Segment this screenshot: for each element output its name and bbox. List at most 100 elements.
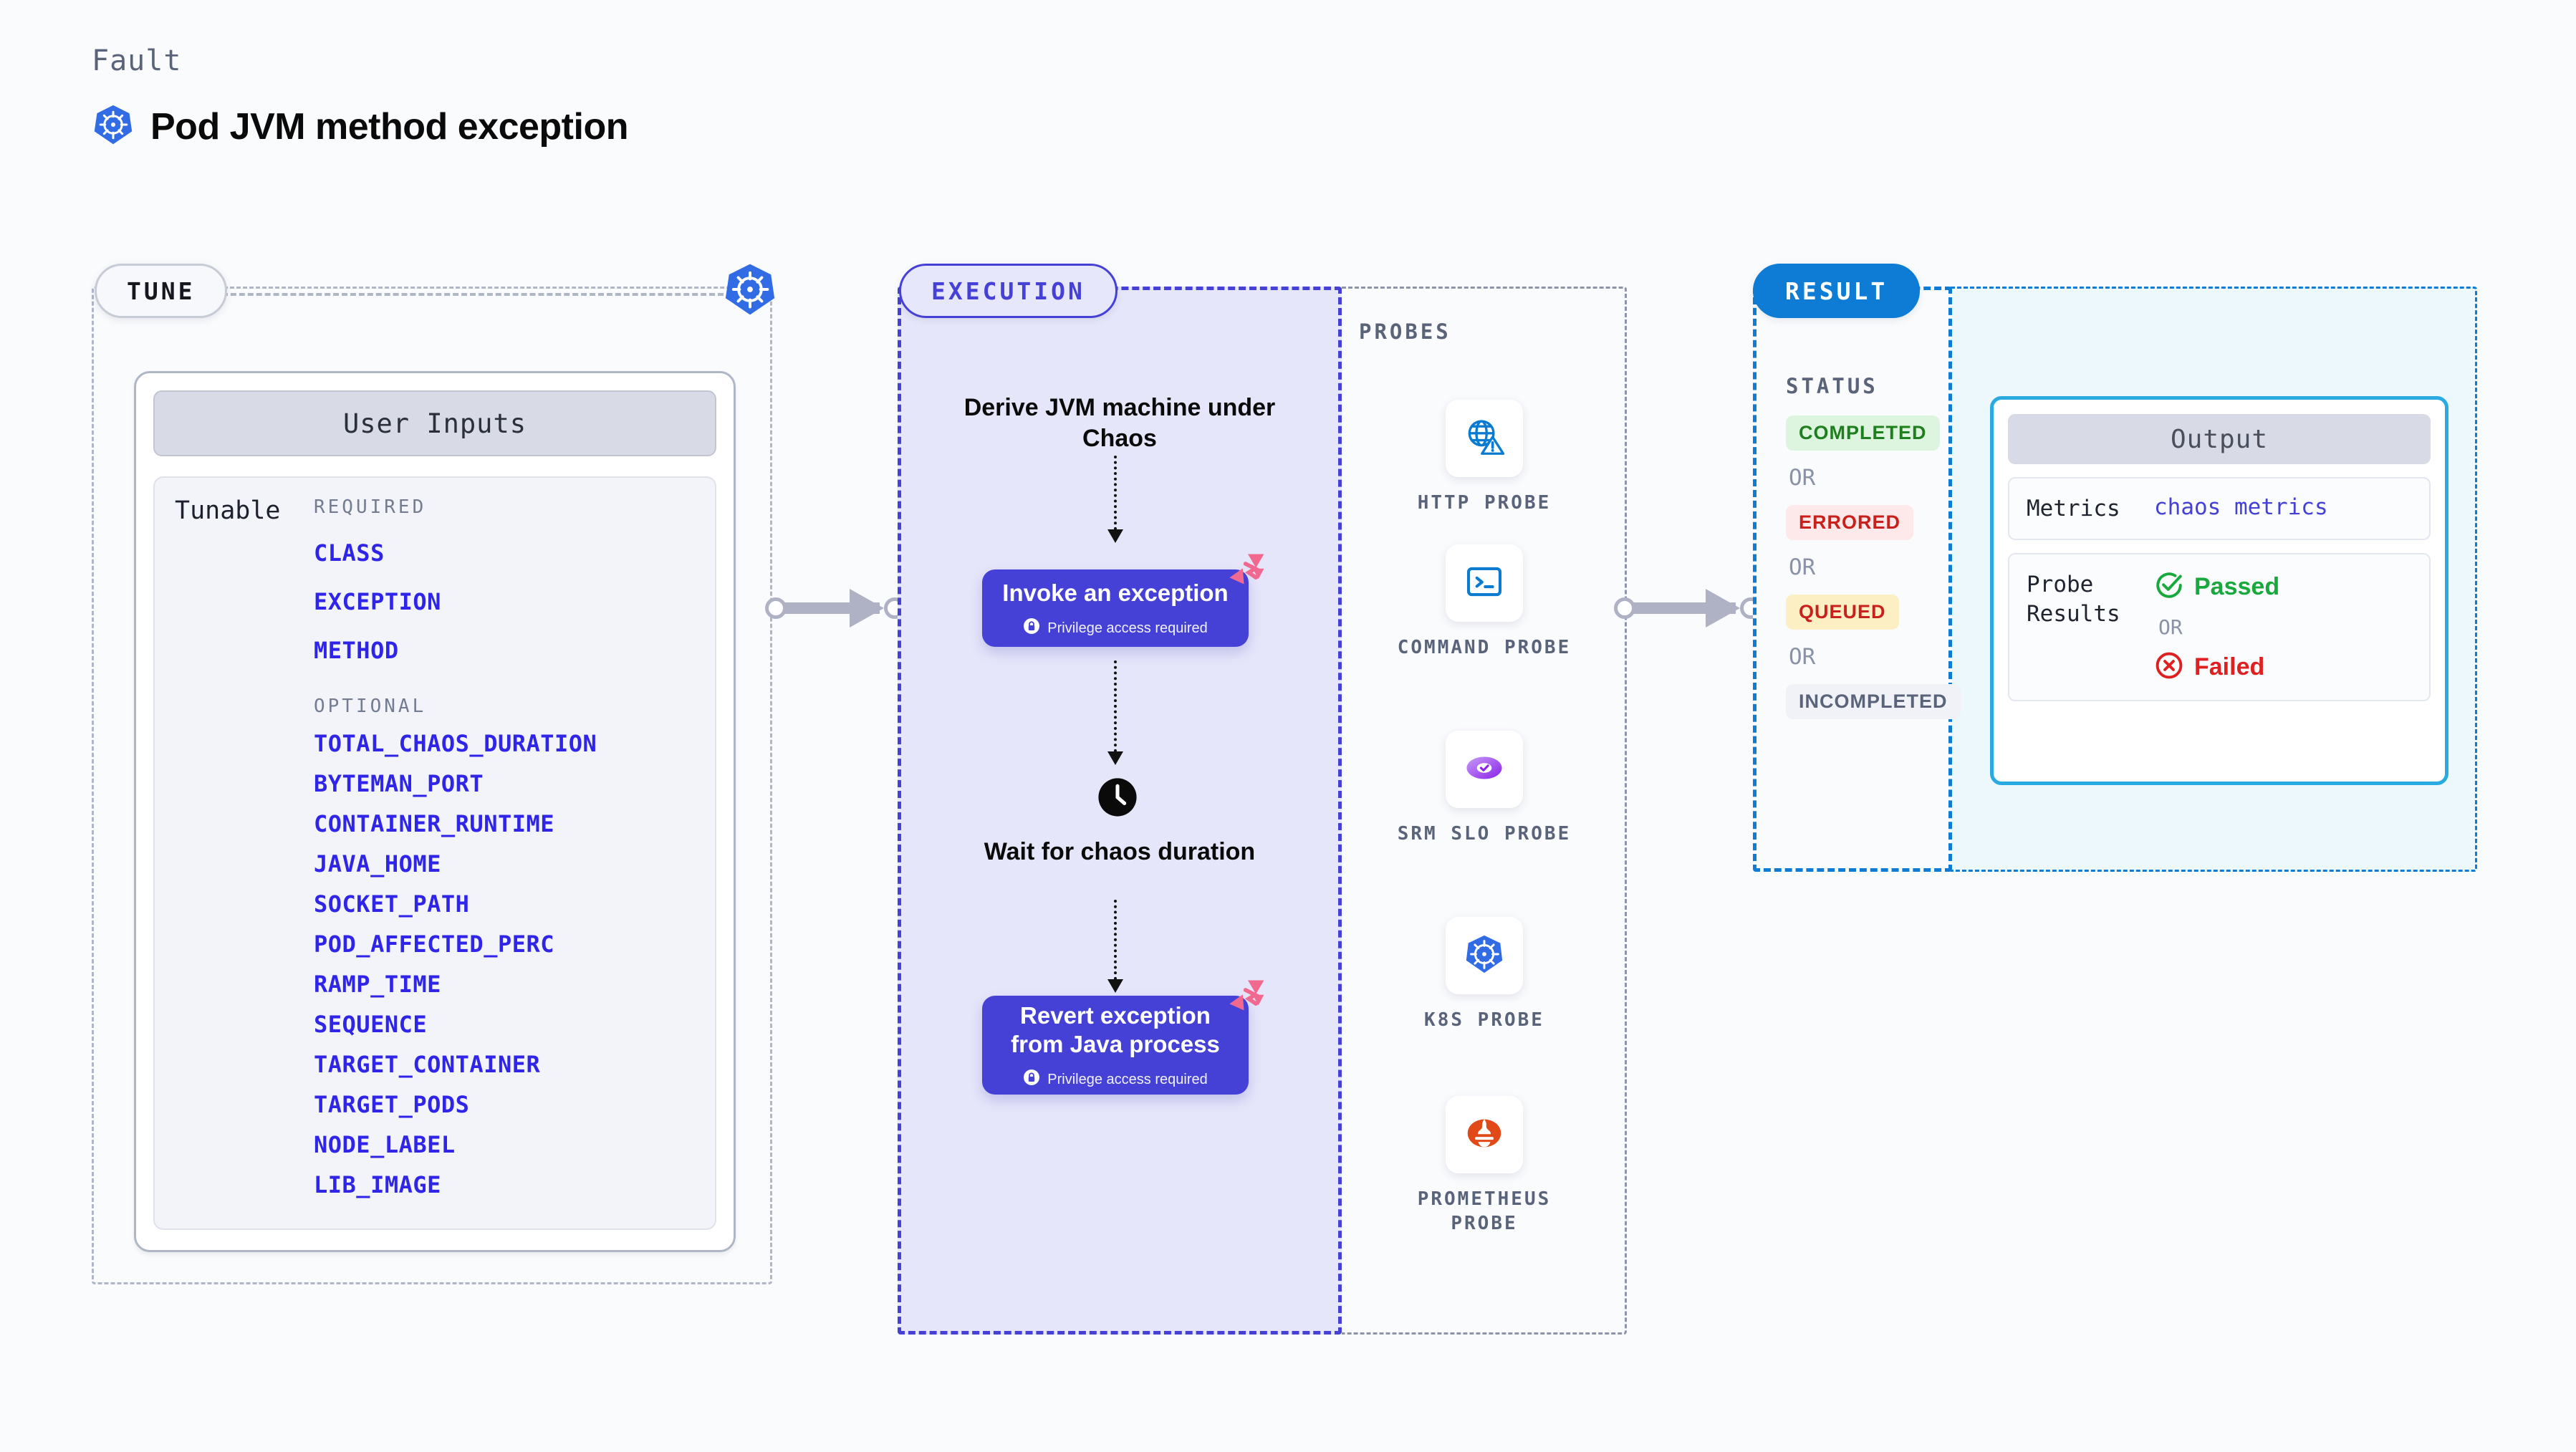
param-total-chaos-duration[interactable]: TOTAL_CHAOS_DURATION [314, 730, 597, 757]
tunable-label: Tunable [175, 496, 281, 525]
lock-icon [1023, 617, 1040, 639]
param-class[interactable]: CLASS [314, 539, 385, 567]
connector-tune-to-execution [765, 589, 905, 628]
execution-box-title: Invoke an exception [1002, 579, 1229, 606]
stage-chip-result[interactable]: RESULT [1753, 264, 1921, 318]
x-circle-icon [2154, 650, 2184, 684]
status-or-label: OR [1789, 644, 1816, 670]
probe-result-or-label: OR [2158, 615, 2183, 640]
param-ramp-time[interactable]: RAMP_TIME [314, 971, 441, 998]
terminal-icon [1462, 559, 1506, 607]
arrow-endpoint-left [1614, 597, 1635, 619]
arrow-head [1107, 751, 1123, 765]
param-exception[interactable]: EXCEPTION [314, 588, 441, 615]
fault-title-row: Pod JVM method exception [92, 103, 628, 150]
probe-tile [1446, 917, 1523, 994]
status-badge-incompleted: INCOMPLETED [1786, 684, 1961, 719]
probe-tile [1446, 731, 1523, 808]
execution-step-derive-jvm: Derive JVM machine under Chaos [963, 394, 1276, 452]
required-heading: REQUIRED [314, 496, 427, 518]
status-badge-errored: ERRORED [1786, 505, 1914, 540]
arrow-line [1114, 456, 1117, 530]
probe-results-values: Passed OR Failed [2154, 570, 2279, 684]
probe-command[interactable]: COMMAND PROBE [1380, 544, 1588, 660]
execution-flow-arrow-1 [1105, 456, 1125, 543]
output-row-probe-results: Probe Results Passed OR [2008, 553, 2431, 702]
param-socket-path[interactable]: SOCKET_PATH [314, 890, 470, 918]
param-target-pods[interactable]: TARGET_PODS [314, 1091, 470, 1118]
status-or-label: OR [1789, 554, 1816, 580]
srm-slo-icon [1462, 746, 1506, 794]
execution-step-wait-for-chaos: Wait for chaos duration [984, 838, 1256, 865]
user-inputs-title: User Inputs [153, 390, 716, 456]
param-method[interactable]: METHOD [314, 637, 399, 664]
param-lib-image[interactable]: LIB_IMAGE [314, 1171, 441, 1198]
arrow-line [1114, 900, 1117, 980]
probe-result-passed: Passed [2154, 570, 2279, 604]
probe-srm-slo[interactable]: SRM SLO PROBE [1380, 731, 1588, 847]
probe-label: HTTP PROBE [1417, 492, 1552, 514]
param-container-runtime[interactable]: CONTAINER_RUNTIME [314, 810, 555, 837]
clock-icon [1097, 777, 1138, 822]
prometheus-icon [1462, 1111, 1506, 1159]
probe-k8s[interactable]: K8S PROBE [1380, 917, 1588, 1033]
probe-result-failed-label: Failed [2194, 653, 2265, 681]
litmus-icon [1229, 551, 1267, 593]
output-row-metrics: Metrics chaos metrics [2008, 477, 2431, 541]
status-list: COMPLETED OR ERRORED OR QUEUED OR INCOMP… [1786, 415, 1961, 719]
check-circle-icon [2154, 570, 2184, 604]
probe-tile [1446, 400, 1523, 477]
param-byteman-port[interactable]: BYTEMAN_PORT [314, 770, 484, 797]
tunable-param-lists: REQUIRED CLASS EXCEPTION METHOD OPTIONAL… [314, 496, 715, 1229]
probe-result-passed-label: Passed [2194, 573, 2280, 601]
required-param-group: REQUIRED CLASS EXCEPTION METHOD [314, 496, 715, 664]
output-row-key: Probe Results [2027, 572, 2120, 627]
globe-warning-icon [1462, 415, 1506, 463]
execution-flow-arrow-3 [1105, 900, 1125, 993]
output-title: Output [2008, 414, 2431, 464]
status-badge-queued: QUEUED [1786, 595, 1899, 630]
user-inputs-card: User Inputs Tunable REQUIRED CLASS EXCEP… [134, 371, 736, 1252]
kubernetes-icon [1462, 932, 1506, 980]
arrow-endpoint-left [765, 597, 787, 619]
probe-http[interactable]: HTTP PROBE [1380, 400, 1588, 516]
arrow-head [850, 589, 884, 628]
arrow-head [1706, 589, 1740, 628]
output-card: Output Metrics chaos metrics Probe Resul… [1990, 396, 2448, 785]
param-sequence[interactable]: SEQUENCE [314, 1011, 428, 1038]
privilege-note-text: Privilege access required [1047, 620, 1208, 636]
status-heading: STATUS [1786, 374, 1878, 398]
param-pod-affected-perc[interactable]: POD_AFFECTED_PERC [314, 931, 555, 958]
result-region [1753, 287, 1952, 872]
stage-chip-execution[interactable]: EXECUTION [899, 264, 1118, 318]
param-java-home[interactable]: JAVA_HOME [314, 850, 441, 878]
execution-flow-arrow-2 [1105, 660, 1125, 765]
status-badge-completed: COMPLETED [1786, 415, 1940, 451]
tune-region [92, 287, 772, 1284]
connector-probes-to-result [1614, 589, 1762, 628]
tune-badge-connector [222, 293, 724, 296]
arrow-line [1114, 660, 1117, 752]
probe-result-failed: Failed [2154, 650, 2279, 684]
privilege-note: Privilege access required [1023, 617, 1208, 639]
probe-tile [1446, 1096, 1523, 1173]
arrow-head [1107, 529, 1123, 543]
kubernetes-icon [722, 261, 778, 321]
probe-label: COMMAND PROBE [1397, 637, 1572, 658]
page-header: Fault Pod JVM method exception [92, 44, 628, 150]
probe-prometheus[interactable]: PROMETHEUS PROBE [1380, 1096, 1588, 1236]
tunable-panel: Tunable REQUIRED CLASS EXCEPTION METHOD … [153, 476, 716, 1230]
execution-step-revert-exception[interactable]: Revert exception from Java process Privi… [982, 980, 1264, 1095]
page-title: Pod JVM method exception [150, 105, 628, 148]
param-target-container[interactable]: TARGET_CONTAINER [314, 1051, 541, 1078]
chaos-metrics-link[interactable]: chaos metrics [2154, 494, 2328, 520]
lock-icon [1023, 1069, 1040, 1090]
param-node-label[interactable]: NODE_LABEL [314, 1131, 456, 1158]
probe-label: SRM SLO PROBE [1397, 823, 1572, 845]
privilege-note: Privilege access required [1023, 1069, 1208, 1090]
stage-chip-tune[interactable]: TUNE [95, 264, 228, 318]
litmus-icon [1229, 977, 1267, 1019]
status-or-label: OR [1789, 465, 1816, 491]
execution-step-invoke-exception[interactable]: Invoke an exception Privilege access req… [982, 554, 1264, 647]
output-row-key: Metrics [2027, 496, 2120, 521]
